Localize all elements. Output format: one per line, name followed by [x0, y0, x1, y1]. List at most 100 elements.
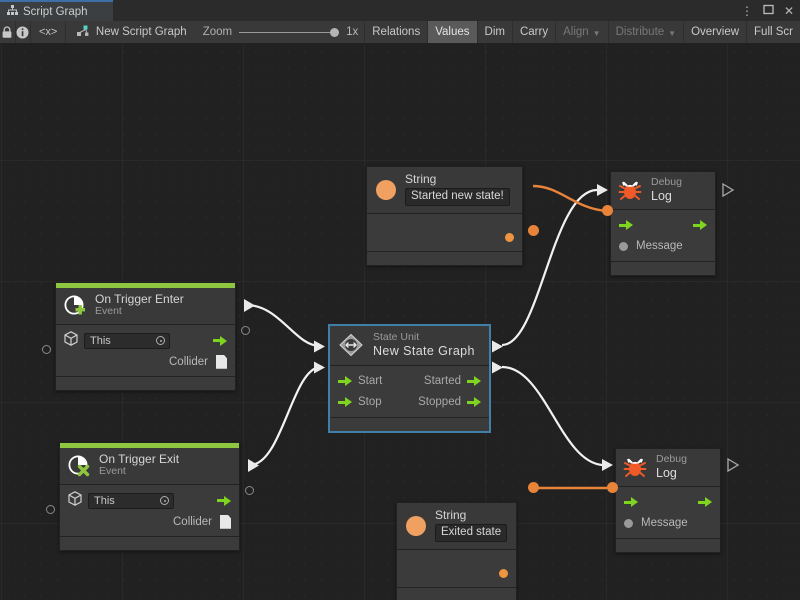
more-menu-icon[interactable]: ⋮: [740, 3, 753, 18]
state-unit-started-out-arrow[interactable]: [492, 340, 506, 354]
node-debug-log-top-title: Log: [651, 188, 672, 203]
on-trigger-enter-flow-out-arrow[interactable]: [244, 298, 258, 313]
string-bottom-output-port[interactable]: [499, 569, 508, 579]
on-trigger-exit-flow-out-arrow[interactable]: [248, 458, 262, 473]
tab-script-graph[interactable]: Script Graph: [0, 0, 113, 21]
flow-output-arrow-icon[interactable]: [467, 376, 481, 387]
debug-log-top-message-port-external[interactable]: [602, 205, 613, 216]
debug-log-top-flow-out-arrow[interactable]: [722, 183, 736, 197]
flow-output-arrow-icon[interactable]: [693, 220, 707, 231]
toolbar-button-overview[interactable]: Overview: [683, 21, 746, 43]
node-on-trigger-enter-header: On Trigger Enter Event: [56, 288, 235, 326]
info-icon[interactable]: [16, 21, 32, 43]
string-bottom-output-port-external[interactable]: [528, 482, 539, 493]
node-debug-log-top-body: Message: [611, 209, 715, 261]
flow-output-arrow-icon[interactable]: [467, 397, 481, 408]
flow-output-arrow-icon[interactable]: [213, 335, 227, 346]
graph-canvas[interactable]: String Started new state!: [0, 44, 800, 600]
node-state-unit[interactable]: State Unit New State Graph Start Started…: [329, 325, 490, 432]
chevron-down-icon: ▼: [668, 28, 677, 38]
on-trigger-exit-target-row: This: [60, 490, 239, 511]
toolbar-button-values-label: Values: [435, 26, 470, 38]
debug-log-bottom-flow-out-arrow[interactable]: [727, 458, 741, 472]
script-graph-icon: [76, 25, 90, 40]
state-unit-row-stop: Stop Stopped: [330, 392, 489, 413]
on-trigger-exit-target-field[interactable]: This: [88, 492, 174, 509]
graph-name-field[interactable]: New Script Graph: [71, 21, 197, 43]
toolbar-button-dim-label: Dim: [484, 26, 505, 38]
on-trigger-exit-collider-label: Collider: [173, 515, 212, 528]
maximize-icon[interactable]: [763, 4, 774, 17]
toolbar-button-fullscreen-label: Full Scr: [754, 26, 794, 38]
on-trigger-enter-collider-output-port[interactable]: [241, 326, 250, 335]
debug-log-bottom-message-label: Message: [641, 517, 688, 530]
string-bottom-value-input[interactable]: Exited state: [435, 524, 508, 543]
flow-input-arrow-icon[interactable]: [338, 376, 352, 387]
debug-log-top-flow-in-arrow[interactable]: [597, 183, 611, 197]
node-debug-log-bottom-title: Log: [656, 465, 677, 480]
node-string-bottom-body: [397, 550, 516, 588]
on-trigger-enter-collider-label: Collider: [169, 355, 208, 368]
toolbar-button-distribute[interactable]: Distribute ▼: [607, 21, 684, 43]
node-on-trigger-enter-subtitle: Event: [95, 305, 122, 318]
node-on-trigger-enter[interactable]: On Trigger Enter Event This: [55, 282, 236, 392]
state-unit-stopped-out-arrow[interactable]: [492, 361, 506, 375]
graph-name-label: New Script Graph: [95, 26, 187, 38]
flow-input-arrow-icon[interactable]: [619, 220, 633, 231]
on-trigger-enter-target-field[interactable]: This: [84, 332, 170, 349]
node-debug-log-top-header: Debug Log: [611, 172, 715, 210]
node-string-top[interactable]: String Started new state!: [366, 166, 523, 267]
close-icon[interactable]: ✕: [783, 3, 794, 18]
node-debug-log-bottom[interactable]: Debug Log Message: [615, 448, 721, 553]
flow-output-arrow-icon[interactable]: [217, 495, 231, 506]
debug-log-bottom-flow-in-arrow[interactable]: [602, 458, 616, 472]
flow-input-arrow-icon[interactable]: [338, 397, 352, 408]
state-unit-start-in-arrow[interactable]: [314, 340, 328, 354]
string-top-output-port-external[interactable]: [528, 225, 539, 236]
toolbar-button-relations[interactable]: Relations: [364, 21, 427, 43]
node-string-bottom-header: String Exited state: [397, 503, 516, 551]
message-input-port[interactable]: [619, 241, 628, 251]
on-trigger-exit-target-input-port[interactable]: [46, 505, 55, 514]
node-string-top-footer: [367, 251, 522, 266]
toolbar-button-carry-label: Carry: [519, 26, 549, 38]
on-trigger-exit-collider-output-port[interactable]: [245, 486, 254, 495]
zoom-slider-handle[interactable]: [330, 27, 340, 37]
node-on-trigger-exit-title: On Trigger Exit: [99, 452, 180, 466]
document-icon[interactable]: [220, 514, 231, 529]
toolbar-button-dim[interactable]: Dim: [476, 21, 512, 43]
node-debug-log-bottom-footer: [616, 537, 720, 552]
node-string-bottom[interactable]: String Exited state: [396, 502, 517, 600]
event-remove-icon: [68, 455, 90, 477]
state-unit-stop-in-arrow[interactable]: [314, 361, 328, 375]
string-top-value-input[interactable]: Started new state!: [405, 188, 510, 207]
toolbar-button-values[interactable]: Values: [427, 21, 477, 43]
message-input-port[interactable]: [624, 518, 633, 528]
object-picker-icon[interactable]: [156, 336, 165, 346]
tab-label: Script Graph: [23, 5, 88, 18]
state-unit-input-start-label: Start: [358, 375, 383, 388]
node-debug-log-top[interactable]: Debug Log Message: [610, 171, 716, 276]
debug-log-top-message-row: Message: [611, 236, 715, 257]
zoom-slider[interactable]: [239, 27, 340, 38]
document-icon[interactable]: [216, 354, 227, 369]
string-orange-dot-icon: [376, 179, 396, 200]
on-trigger-enter-target-input-port[interactable]: [42, 345, 51, 354]
toolbar-button-align[interactable]: Align ▼: [555, 21, 608, 43]
code-toggle-icon[interactable]: <x>: [31, 21, 67, 43]
flow-input-arrow-icon[interactable]: [624, 497, 638, 508]
string-top-output-port[interactable]: [505, 233, 514, 243]
flow-output-arrow-icon[interactable]: [698, 497, 712, 508]
object-picker-icon[interactable]: [160, 496, 169, 506]
connection-wires: [245, 184, 608, 490]
lock-icon[interactable]: [0, 21, 16, 43]
node-on-trigger-exit[interactable]: On Trigger Exit Event This: [59, 442, 240, 552]
node-string-top-title: String: [405, 172, 437, 186]
toolbar-button-fullscreen[interactable]: Full Scr: [746, 21, 800, 43]
toolbar-button-carry[interactable]: Carry: [511, 21, 555, 43]
state-unit-row-start: Start Started: [330, 371, 489, 392]
zoom-control[interactable]: Zoom 1x: [197, 21, 365, 43]
state-unit-output-started-label: Started: [423, 375, 461, 388]
graph-toolbar: <x> New Script Graph Zoom 1x Relations V…: [0, 21, 800, 44]
debug-log-bottom-message-port-external[interactable]: [607, 482, 618, 493]
